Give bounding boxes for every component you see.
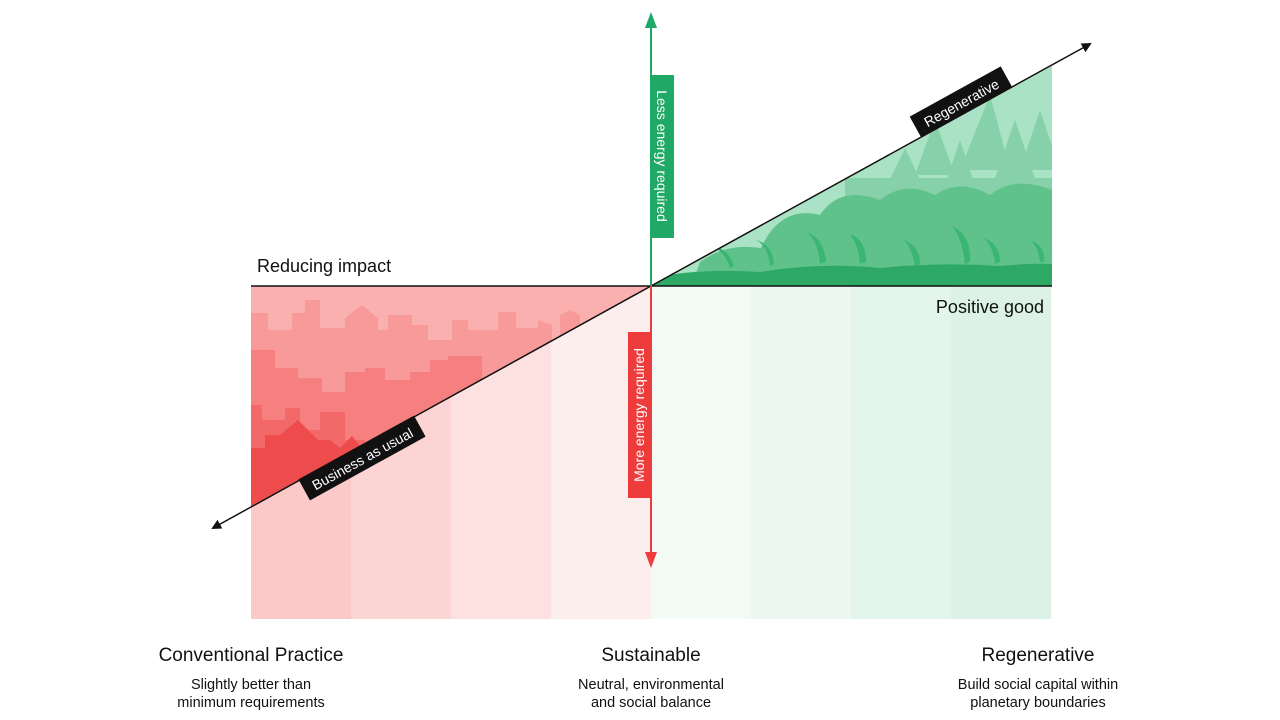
forest-illustration (651, 66, 1052, 286)
more-energy-label: More energy required (628, 332, 651, 498)
less-energy-label: Less energy required (651, 75, 674, 238)
column-sustainable: Sustainable Neutral, environmental and s… (521, 644, 781, 712)
more-energy-text: More energy required (631, 348, 647, 482)
reducing-impact-label: Reducing impact (257, 256, 391, 276)
positive-good-label: Positive good (936, 297, 1044, 317)
diagonal-arrow (650, 43, 1092, 287)
column-subtitle: Slightly better than minimum requirement… (177, 677, 325, 711)
less-energy-text: Less energy required (654, 90, 670, 222)
column-subtitle: Build social capital within planetary bo… (957, 677, 1119, 711)
column-conventional: Conventional Practice Slightly better th… (121, 644, 381, 712)
column-subtitle: Neutral, environmental and social balanc… (578, 677, 724, 711)
column-regenerative: Regenerative Build social capital within… (908, 644, 1168, 712)
less-energy-arrowhead (645, 12, 657, 28)
column-title: Conventional Practice (158, 645, 344, 666)
column-title: Sustainable (601, 645, 701, 666)
green-background-bands (651, 286, 1051, 619)
more-energy-arrowhead (645, 552, 657, 568)
column-title: Regenerative (981, 645, 1095, 666)
diagonal-arrow-lower (211, 285, 652, 529)
